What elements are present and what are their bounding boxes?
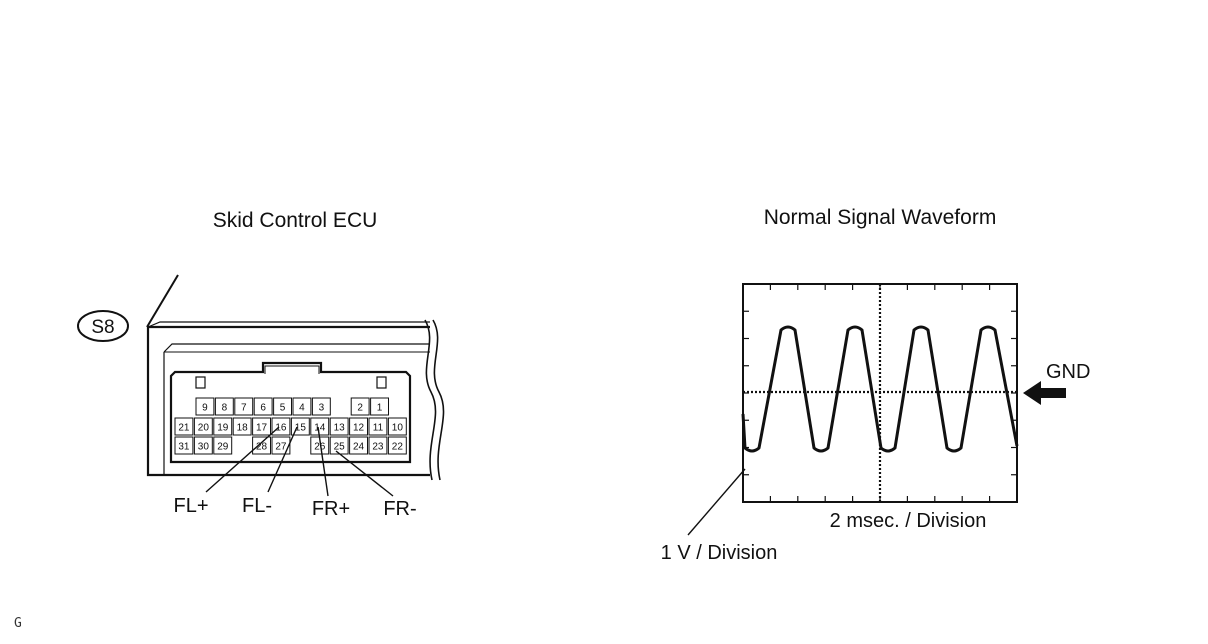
x-scale-label: 2 msec. / Division — [830, 510, 987, 532]
pin-number: 2 — [357, 403, 363, 414]
pin-cell — [214, 397, 234, 416]
connector-body — [146, 319, 445, 481]
pin-cell — [271, 436, 291, 455]
pin-cell — [232, 417, 252, 436]
pin-number: 9 — [202, 403, 208, 414]
pin-number: 25 — [334, 442, 346, 453]
pin-cell — [387, 436, 407, 455]
pin-cell — [252, 417, 272, 436]
pin-cell — [349, 436, 369, 455]
gnd-arrow-icon — [1023, 381, 1066, 405]
figure-code: G — [14, 616, 22, 631]
pin-number: 28 — [256, 442, 268, 453]
pin-number: 8 — [222, 403, 228, 414]
pin-cell — [174, 417, 194, 436]
terminal-label-fr-minus: FR- — [383, 498, 416, 520]
pin-cell — [292, 397, 312, 416]
pin-cell — [213, 436, 233, 455]
pin-number: 1 — [377, 403, 383, 414]
pin-number: 31 — [178, 442, 190, 453]
terminal-label-fr-plus: FR+ — [312, 498, 350, 520]
pin-cell — [252, 436, 272, 455]
pin-number: 7 — [241, 403, 247, 414]
pin-number: 30 — [198, 442, 210, 453]
pin-number: 20 — [198, 423, 210, 434]
pin-cell — [253, 397, 273, 416]
pin-number: 3 — [319, 403, 325, 414]
pin-number: 26 — [314, 442, 326, 453]
pin-number: 13 — [334, 423, 346, 434]
pin-cell — [370, 397, 390, 416]
pin-cell — [193, 436, 213, 455]
pin-cell — [271, 417, 291, 436]
pin-number: 11 — [373, 423, 384, 434]
pin-number: 4 — [299, 403, 305, 414]
pin-number: 23 — [372, 442, 384, 453]
pin-number: 22 — [392, 442, 404, 453]
pin-cell — [368, 417, 388, 436]
y-scale-label: 1 V / Division — [661, 542, 778, 564]
connector-id-badge: S8 — [77, 310, 129, 342]
oscilloscope-screen — [741, 283, 1019, 503]
pin-cell — [329, 417, 349, 436]
terminal-label-fl-plus: FL+ — [173, 495, 208, 517]
pin-number: 16 — [275, 423, 287, 434]
connector-title: Skid Control ECU — [213, 209, 378, 232]
terminal-label-fl-minus: FL- — [242, 495, 272, 517]
pin-number: 10 — [392, 423, 404, 434]
pin-number: 14 — [314, 423, 326, 434]
pin-number: 12 — [353, 423, 365, 434]
pin-cell — [193, 417, 213, 436]
pin-number: 29 — [217, 442, 229, 453]
pin-cell — [174, 436, 194, 455]
pin-number: 18 — [237, 423, 249, 434]
connector-id: S8 — [91, 317, 114, 338]
pin-cell — [273, 397, 293, 416]
waveform-title: Normal Signal Waveform — [764, 206, 997, 229]
signal-waveform — [741, 325, 1019, 453]
pin-number: 19 — [217, 423, 229, 434]
connector-id-leader — [146, 274, 179, 328]
pin-cell — [349, 417, 369, 436]
pin-cell — [368, 436, 388, 455]
pin-cell — [234, 397, 254, 416]
gnd-label: GND — [1046, 361, 1090, 383]
pin-cell — [195, 397, 215, 416]
pin-number: 5 — [280, 403, 286, 414]
pin-number: 21 — [178, 423, 190, 434]
pin-cell — [387, 417, 407, 436]
pin-cell — [350, 397, 370, 416]
pin-number: 17 — [256, 423, 268, 434]
y-scale-leader — [687, 468, 746, 536]
terminal-leaders — [205, 426, 394, 497]
pin-number: 27 — [275, 442, 287, 453]
pin-number: 6 — [260, 403, 266, 414]
pin-cell — [311, 397, 331, 416]
pin-number: 15 — [295, 423, 307, 434]
pin-number: 24 — [353, 442, 365, 453]
pin-cell — [213, 417, 233, 436]
